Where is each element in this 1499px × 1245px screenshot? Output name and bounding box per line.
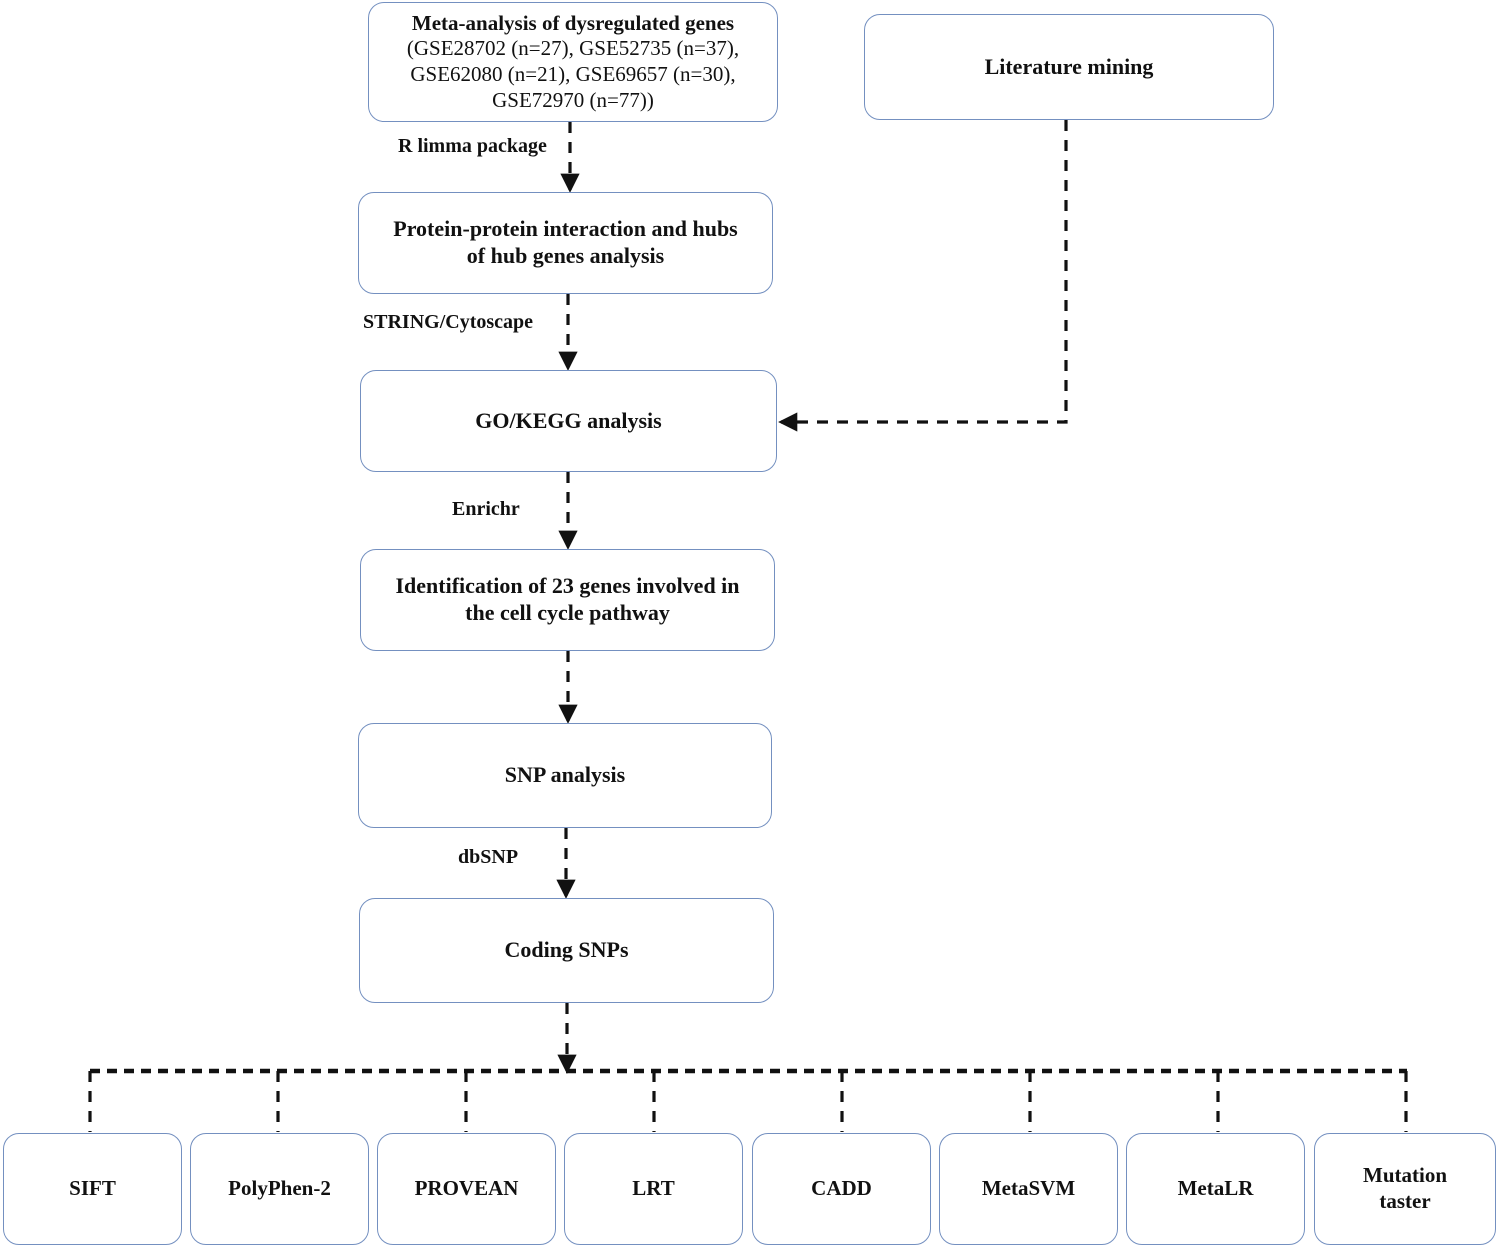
node-tool-cadd-label: CADD <box>811 1176 872 1201</box>
node-tool-sift[interactable]: SIFT <box>3 1133 182 1245</box>
node-coding-snps[interactable]: Coding SNPs <box>359 898 774 1003</box>
node-meta-analysis-line3: GSE62080 (n=21), GSE69657 (n=30), <box>410 62 736 86</box>
node-tool-sift-label: SIFT <box>69 1176 116 1201</box>
edge-label-dbsnp: dbSNP <box>458 846 519 868</box>
node-ppi-hubs-line2: of hub genes analysis <box>466 243 665 268</box>
node-tool-mutation-taster[interactable]: Mutation taster <box>1314 1133 1496 1245</box>
node-tool-metasvm[interactable]: MetaSVM <box>939 1133 1118 1245</box>
node-tool-polyphen2[interactable]: PolyPhen-2 <box>190 1133 369 1245</box>
node-tool-metalr[interactable]: MetaLR <box>1126 1133 1305 1245</box>
node-identification-line1: Identification of 23 genes involved in <box>395 573 740 599</box>
node-meta-analysis-line4: GSE72970 (n=77)) <box>492 87 654 112</box>
node-tool-lrt-label: LRT <box>632 1176 675 1201</box>
node-tool-polyphen2-label: PolyPhen-2 <box>228 1176 331 1201</box>
node-tool-lrt[interactable]: LRT <box>564 1133 743 1245</box>
node-tool-mutation-taster-line1: Mutation <box>1363 1163 1447 1188</box>
node-tool-metalr-label: MetaLR <box>1177 1176 1254 1201</box>
node-go-kegg-analysis[interactable]: GO/KEGG analysis <box>360 370 777 472</box>
node-literature-mining[interactable]: Literature mining <box>864 14 1274 120</box>
node-snp-analysis-label: SNP analysis <box>504 762 626 788</box>
node-tool-provean[interactable]: PROVEAN <box>377 1133 556 1245</box>
node-ppi-hubs-line1: Protein-protein interaction and hubs <box>393 216 738 242</box>
node-tool-provean-label: PROVEAN <box>414 1176 519 1201</box>
node-identification-cell-cycle-text: Identification of 23 genes involved in t… <box>361 573 774 627</box>
node-ppi-hubs[interactable]: Protein-protein interaction and hubs of … <box>358 192 773 294</box>
edge-label-string-cytoscape: STRING/Cytoscape <box>363 311 534 333</box>
node-identification-line2: the cell cycle pathway <box>465 600 670 625</box>
edge-label-enrichr: Enrichr <box>452 498 520 520</box>
node-tool-mutation-taster-line2: taster <box>1379 1189 1431 1213</box>
node-meta-analysis[interactable]: Meta-analysis of dysregulated genes (GSE… <box>368 2 778 122</box>
node-meta-analysis-line2: (GSE28702 (n=27), GSE52735 (n=37), <box>406 36 740 61</box>
node-identification-cell-cycle[interactable]: Identification of 23 genes involved in t… <box>360 549 775 651</box>
node-tool-metasvm-label: MetaSVM <box>981 1176 1076 1201</box>
node-tool-cadd[interactable]: CADD <box>752 1133 931 1245</box>
node-go-kegg-analysis-label: GO/KEGG analysis <box>475 407 662 433</box>
connector-literature-to-gokegg <box>778 120 1068 432</box>
node-meta-analysis-line1: Meta-analysis of dysregulated genes <box>411 10 735 35</box>
node-snp-analysis[interactable]: SNP analysis <box>358 723 772 828</box>
node-coding-snps-label: Coding SNPs <box>504 937 629 963</box>
node-literature-mining-label: Literature mining <box>984 53 1154 79</box>
node-tool-mutation-taster-text: Mutation taster <box>1315 1163 1495 1214</box>
node-meta-analysis-text: Meta-analysis of dysregulated genes (GSE… <box>369 11 777 113</box>
node-ppi-hubs-text: Protein-protein interaction and hubs of … <box>359 216 772 270</box>
edge-label-r-limma-package: R limma package <box>398 135 547 157</box>
